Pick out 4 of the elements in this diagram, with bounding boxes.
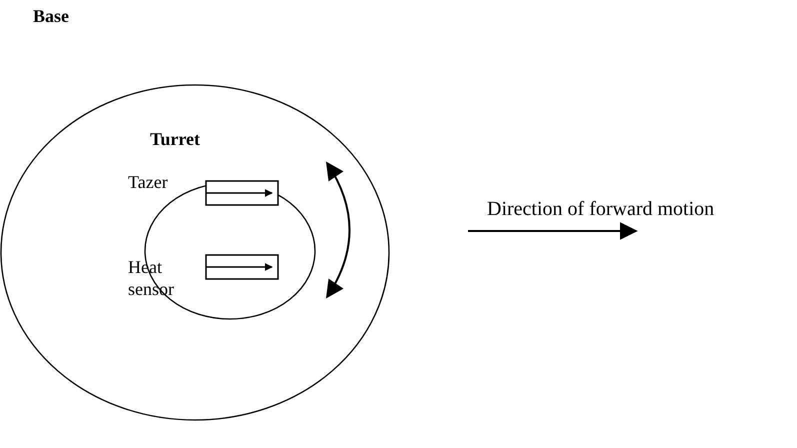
direction-label: Direction of forward motion [487, 198, 714, 221]
part-heading: Base [33, 5, 70, 27]
part-label: Tazer [128, 171, 169, 193]
part-heading: Turret [150, 128, 202, 150]
